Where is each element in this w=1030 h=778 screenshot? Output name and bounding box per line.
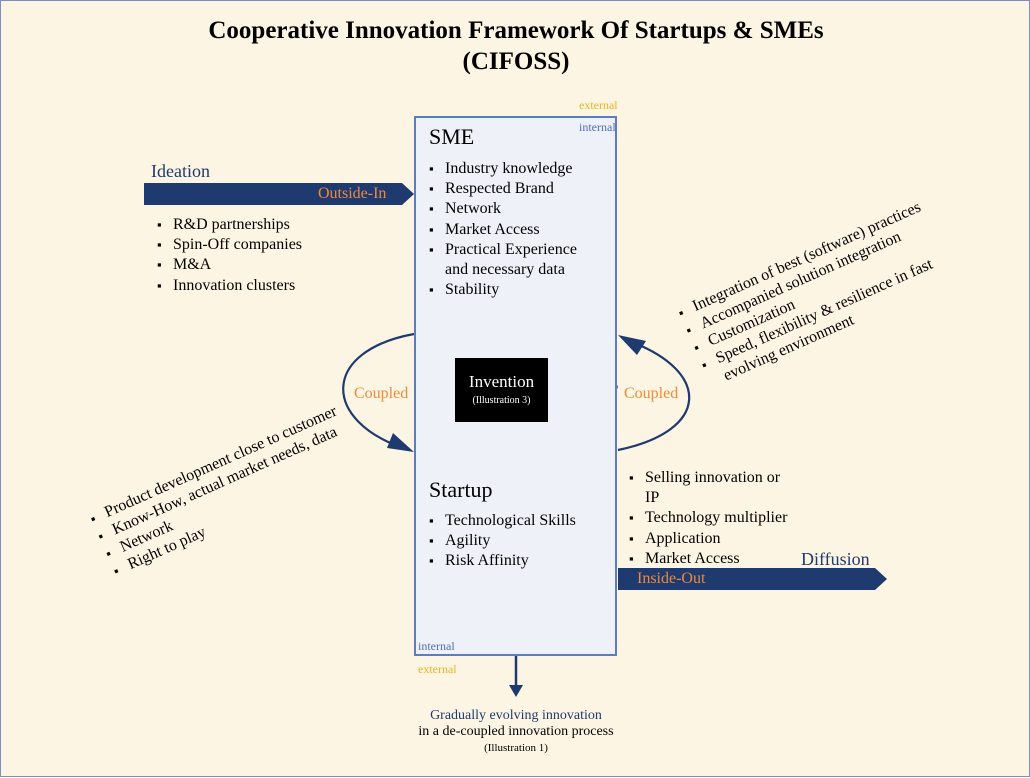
internal-top-label: internal bbox=[579, 120, 616, 134]
title-line-1: Cooperative Innovation Framework Of Star… bbox=[208, 17, 824, 44]
inside-out-item-continuation: IP bbox=[645, 489, 660, 507]
coupled-right-label: Coupled bbox=[624, 385, 679, 402]
bottom-caption-line-2: in a de-coupled innovation process bbox=[418, 724, 614, 739]
external-top-label: external bbox=[579, 98, 618, 112]
inside-out-item: Selling innovation or bbox=[629, 468, 829, 488]
inside-out-item: Market Access bbox=[629, 549, 829, 569]
left-coupled-arrowhead bbox=[387, 433, 414, 452]
outside-in-item: Spin-Off companies bbox=[157, 235, 377, 255]
diagram-title: Cooperative Innovation Framework Of Star… bbox=[1, 15, 1030, 77]
bottom-caption-line-1: Gradually evolving innovation bbox=[430, 708, 602, 723]
bottom-caption: Gradually evolving innovation in a de-co… bbox=[391, 708, 641, 756]
sme-item: Stability bbox=[429, 280, 609, 300]
inside-out-arrow bbox=[618, 568, 887, 590]
outside-in-item: R&D partnerships bbox=[157, 215, 377, 235]
inside-out-list: Selling innovation or IP Technology mult… bbox=[629, 468, 829, 569]
sme-list: Industry knowledge Respected Brand Netwo… bbox=[429, 159, 609, 301]
outside-in-item: Innovation clusters bbox=[157, 276, 377, 296]
outside-in-label: Outside-In bbox=[318, 185, 387, 202]
inside-out-label: Inside-Out bbox=[637, 570, 706, 587]
outside-in-item: M&A bbox=[157, 255, 377, 275]
sme-item: Industry knowledge bbox=[429, 159, 609, 179]
sme-item: Practical Experience bbox=[429, 240, 609, 260]
startup-item: Technological Skills bbox=[429, 511, 609, 531]
invention-sub-label: (Illustration 3) bbox=[472, 395, 531, 406]
right-coupled-arrowhead bbox=[618, 335, 646, 355]
internal-bottom-label: internal bbox=[418, 639, 455, 653]
outside-in-arrow bbox=[144, 183, 414, 205]
left-coupled-loop bbox=[342, 332, 415, 451]
inside-out-item: Application bbox=[629, 529, 829, 549]
sme-item: Market Access bbox=[429, 220, 609, 240]
bottom-caption-line-3: (Illustration 1) bbox=[484, 742, 548, 754]
bottom-down-arrowhead bbox=[509, 685, 523, 697]
invention-label: Invention bbox=[468, 372, 535, 391]
startup-heading: Startup bbox=[429, 477, 493, 502]
sme-heading: SME bbox=[429, 124, 475, 149]
startup-item: Risk Affinity bbox=[429, 551, 609, 571]
external-bottom-label: external bbox=[418, 662, 457, 676]
sme-item: Network bbox=[429, 199, 609, 219]
right-coupled-loop bbox=[617, 339, 691, 452]
inside-out-item: Technology multiplier bbox=[629, 508, 829, 528]
invention-box: Invention (Illustration 3) bbox=[455, 358, 548, 422]
outside-in-list: R&D partnerships Spin-Off companies M&A … bbox=[157, 215, 377, 296]
startup-item: Agility bbox=[429, 531, 609, 551]
sme-item-continuation: and necessary data bbox=[445, 261, 565, 279]
diffusion-label: Diffusion bbox=[801, 549, 870, 569]
coupled-left-label: Coupled bbox=[354, 385, 409, 402]
startup-list: Technological Skills Agility Risk Affini… bbox=[429, 511, 609, 572]
sme-item: Respected Brand bbox=[429, 179, 609, 199]
ideation-label: Ideation bbox=[151, 161, 210, 181]
title-line-2: (CIFOSS) bbox=[462, 48, 570, 75]
